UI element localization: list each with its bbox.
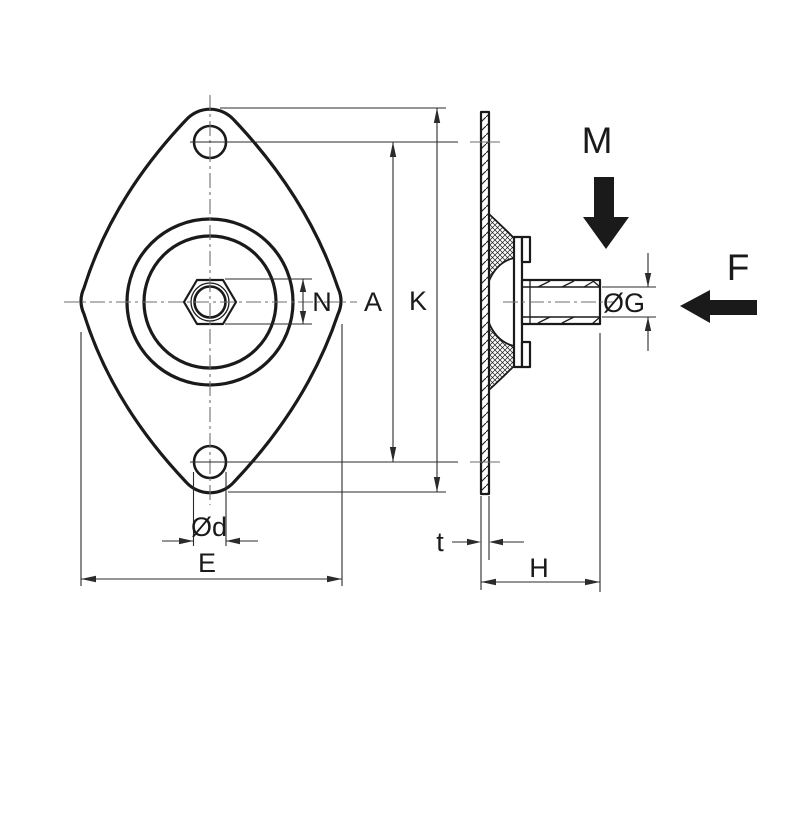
arrowhead <box>489 538 503 546</box>
thread-hatch-mark <box>537 316 551 324</box>
side-view <box>470 110 614 496</box>
washer-cap-bottom <box>520 340 532 369</box>
dim-label-N: N <box>312 287 332 317</box>
dimension-E: E <box>80 324 343 586</box>
dim-label-H: H <box>529 553 549 583</box>
arrowhead <box>179 537 194 545</box>
arrowhead <box>585 578 600 586</box>
arrowhead <box>226 537 240 545</box>
thread-hatch-mark <box>537 280 551 288</box>
arrowhead <box>481 578 496 586</box>
arrowhead <box>81 575 96 583</box>
arrowhead <box>644 317 652 331</box>
washer-cap-top <box>520 235 532 264</box>
dim-label-K: K <box>409 286 427 316</box>
arrowhead <box>433 108 441 123</box>
dimension-K: K <box>220 107 446 493</box>
hex-nut <box>182 278 238 326</box>
dim-label-t: t <box>436 527 444 557</box>
thread-chamfer-top <box>591 279 601 288</box>
dimension-OG: ØG <box>602 253 656 351</box>
base-plate-hatching <box>481 112 489 494</box>
dimension-A: A <box>190 141 458 463</box>
dimension-H: H <box>481 333 601 592</box>
dim-label-A: A <box>364 287 382 317</box>
force-arrow-M-down <box>583 177 629 249</box>
force-label-M: M <box>582 120 613 161</box>
front-view <box>64 95 357 505</box>
arrowhead <box>433 477 441 492</box>
force-label-F: F <box>727 247 750 288</box>
arrowhead <box>299 279 307 292</box>
dim-label-OG: ØG <box>603 288 645 318</box>
dimension-N: N <box>225 278 332 325</box>
arrowhead <box>644 273 652 287</box>
thread-hatch-mark <box>583 280 595 288</box>
arrowhead <box>467 538 481 546</box>
thread-chamfer-bottom <box>591 316 601 325</box>
force-arrows: M F <box>582 120 757 323</box>
thread-hatch-mark <box>561 280 575 288</box>
dim-label-E: E <box>198 548 216 578</box>
dimension-Od: Ød <box>162 472 258 546</box>
thread-hatch-mark <box>561 316 575 324</box>
arrowhead <box>389 142 397 157</box>
force-arrow-F-left <box>680 290 757 323</box>
dimension-t: t <box>436 496 524 590</box>
dim-label-Od: Ød <box>191 512 227 542</box>
arrowhead <box>327 575 342 583</box>
arrowhead <box>299 311 307 324</box>
arrowhead <box>389 447 397 462</box>
